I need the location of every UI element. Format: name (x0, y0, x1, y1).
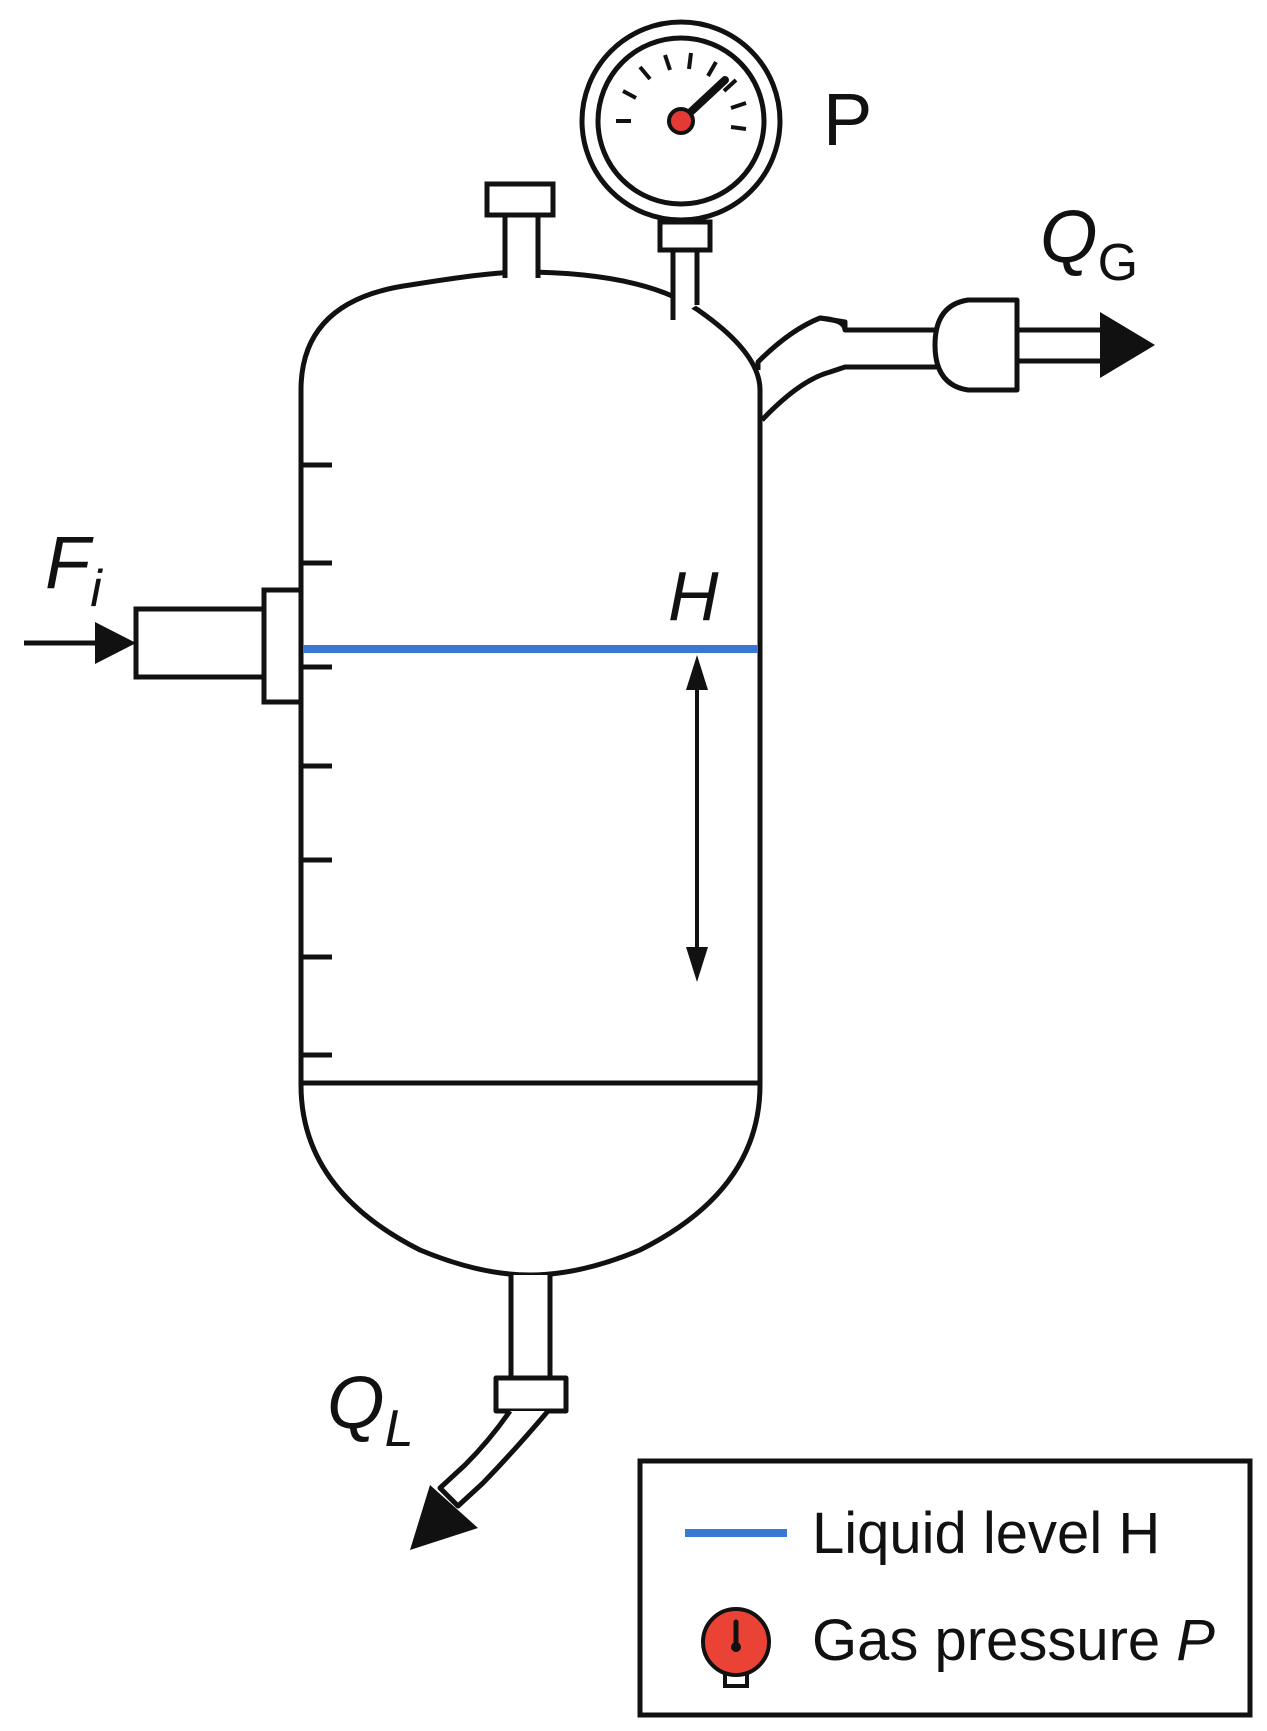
level-scale-ticks (301, 462, 332, 1058)
inlet-pipe (133, 587, 304, 705)
legend-liquid-level-text: Liquid level H (812, 1501, 1160, 1566)
legend: Liquid level H Gas pressure P (637, 1458, 1253, 1718)
legend-gas-pressure-text: Gas pressure P (812, 1608, 1215, 1673)
pressure-label: P (823, 78, 872, 161)
gas-flow-subscript: G (1098, 234, 1138, 292)
liquid-flow-subscript: L (385, 1400, 414, 1458)
liquid-flow-label: QL (327, 1361, 413, 1458)
inlet-flow-subscript: i (90, 560, 103, 618)
gas-outlet-arrow (1100, 312, 1155, 378)
gas-flow-label: QG (1040, 195, 1138, 292)
level-label: H (668, 557, 719, 635)
inlet-flow-label: Fi (45, 521, 103, 618)
liquid-outlet-pipe (437, 1275, 569, 1509)
inlet-arrow (95, 622, 136, 664)
pressure-gauge-icon (579, 19, 783, 320)
separator-vessel (298, 269, 763, 1278)
top-nozzle (484, 181, 556, 278)
liquid-outlet-arrow (410, 1485, 478, 1550)
gauge-icon (701, 1607, 771, 1688)
level-dimension-arrow (686, 655, 708, 982)
gas-outlet-pipe (755, 297, 1100, 422)
